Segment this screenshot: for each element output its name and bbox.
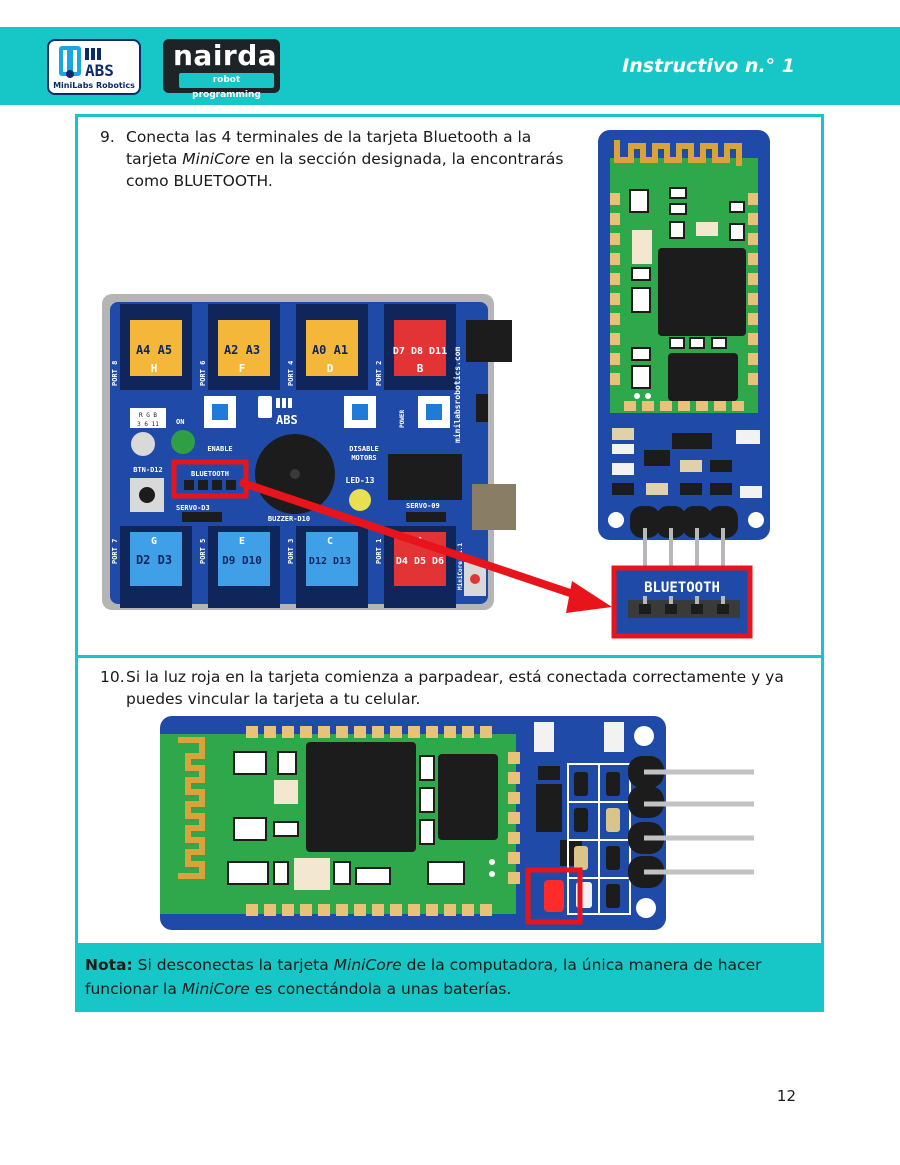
bluetooth-header-zoom: BLUETOOTH [611, 565, 753, 639]
top-pins-port-2: D7 D8 D11 [393, 346, 447, 357]
label-port-4: PORT 4 [287, 361, 295, 386]
nairda-logo-tag: robot programming [179, 73, 274, 100]
label-servo-d9: SERVO-09 [406, 502, 440, 510]
bluetooth-module-horizontal [160, 716, 754, 930]
bottom-pins-port-3: D12 D13 [309, 556, 351, 567]
bottom-letter-e: E [239, 536, 245, 547]
note-text: Si desconectas la tarjeta MiniCore de la… [85, 956, 762, 998]
label-port-7: PORT 7 [111, 539, 119, 564]
minicore-board: A4 A5 A2 A3 A0 A1 D7 D8 D11 H F D B PORT… [102, 294, 516, 610]
top-letter-b: B [417, 362, 424, 375]
top-letter-f: F [239, 362, 246, 375]
bluetooth-zoom-label: BLUETOOTH [644, 580, 720, 596]
step-9-emphasis: MiniCore [182, 150, 251, 168]
label-rgb-pins: 3 6 11 [137, 421, 159, 428]
top-pins-port-8: A4 A5 [136, 343, 172, 357]
top-letter-d: D [327, 362, 334, 375]
bluetooth-module-vertical [598, 130, 770, 608]
label-port-2: PORT 2 [375, 361, 383, 386]
bottom-pins-port-7: D2 D3 [136, 553, 172, 567]
bottom-letter-g: G [151, 536, 157, 547]
label-servo-d3: SERVO-D3 [176, 504, 210, 512]
note-box: Nota: Si desconectas la tarjeta MiniCore… [75, 943, 824, 1012]
label-on: ON [176, 418, 184, 426]
minilabs-glyph-icon: ABS [59, 46, 114, 80]
board-website: minilabsrobotics.com [452, 346, 462, 443]
top-pins-port-6: A2 A3 [224, 343, 260, 357]
label-enable: ENABLE [207, 445, 232, 453]
note-label: Nota: [85, 956, 133, 974]
nairda-logo-word: nairda [173, 39, 278, 72]
bottom-letter-c: C [327, 536, 333, 547]
label-bluetooth: BLUETOOTH [191, 470, 229, 478]
label-rgb: R G B [139, 412, 157, 419]
minicore-bluetooth-illustration: BLUETOOTH A4 A5 A2 A3 A0 A1 D7 D8 D11 [102, 130, 770, 639]
minilabs-logo: ABS MiniLabs Robotics [47, 39, 141, 95]
bottom-pins-port-5: D9 D10 [222, 554, 262, 567]
label-port-5: PORT 5 [199, 539, 207, 564]
document-title: Instructivo n.° 1 [622, 55, 795, 77]
bottom-pins-port-1: D4 D5 D6 [396, 556, 444, 567]
label-disable: DISABLE [349, 445, 379, 453]
section-divider [75, 655, 824, 658]
page-number: 12 [776, 1087, 796, 1105]
label-buzzer: BUZZER-D10 [268, 515, 310, 523]
board-version: MiniCore v1.1 [457, 543, 464, 590]
red-status-led [525, 867, 583, 925]
step-10-text: Si la luz roja en la tarjeta comienza a … [126, 668, 784, 708]
label-port-6: PORT 6 [199, 361, 207, 386]
label-motors: MOTORS [351, 454, 376, 462]
top-pins-port-4: A0 A1 [312, 343, 348, 357]
label-power: POWER [399, 410, 406, 428]
label-led-13: LED-13 [346, 476, 375, 485]
board-logo-text: ABS [276, 413, 298, 427]
label-port-3: PORT 3 [287, 539, 295, 564]
label-port-8: PORT 8 [111, 361, 119, 386]
label-port-1: PORT 1 [375, 539, 383, 564]
page-header: ABS MiniLabs Robotics nairda robot progr… [0, 27, 900, 105]
step-10-number: 10. [100, 668, 125, 686]
top-letter-h: H [151, 362, 158, 375]
step-9: 9. Conecta las 4 terminales de la tarjet… [100, 126, 570, 192]
step-9-number: 9. [100, 128, 115, 146]
nairda-logo: nairda robot programming [163, 39, 280, 100]
minilabs-logo-text: ABS [85, 61, 114, 80]
connection-arrow [238, 478, 612, 613]
label-btn-d12: BTN-D12 [133, 466, 163, 474]
board-logo: ABS [258, 396, 298, 427]
minilabs-logo-subtitle: MiniLabs Robotics [53, 81, 135, 90]
step-10: 10. Si la luz roja en la tarjeta comienz… [100, 666, 800, 710]
step-9-text: Conecta las 4 terminales de la tarjeta B… [126, 128, 564, 190]
